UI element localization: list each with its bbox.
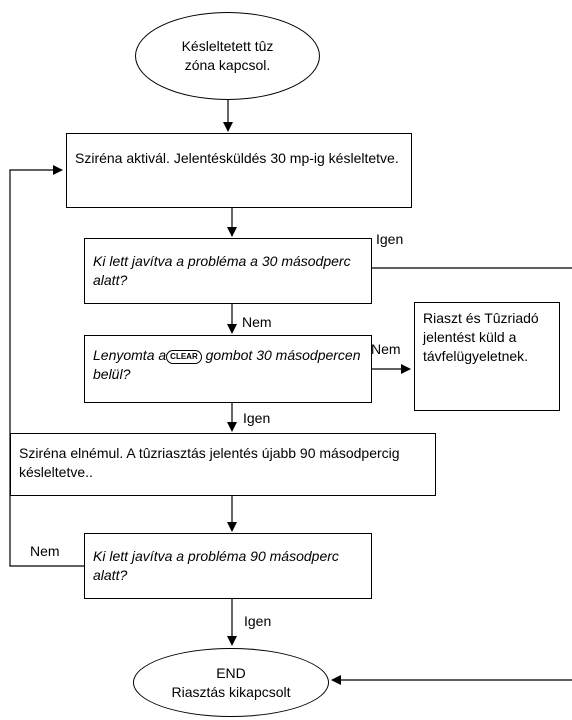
decision-fixed-90-text: Ki lett javítva a probléma 90 másodperc …: [93, 548, 339, 583]
label-yes-30: Igen: [376, 231, 404, 247]
label-no-30: Nem: [242, 314, 272, 330]
step-send-report-text: Riaszt és Tûzriadó jelentést küld a távf…: [423, 310, 539, 364]
start-node-line2: zóna kapcsol.: [184, 57, 271, 73]
arrow-decision90-loop-to-siren: [9, 165, 84, 567]
step-siren-silence-text: Sziréna elnémul. A tûzriasztás jelentés …: [19, 445, 400, 480]
decision-clear-after: gombot 30 másodpercen belül?: [93, 347, 361, 382]
end-node-line2: Riasztás kikapcsolt: [171, 683, 291, 700]
end-node-line1: END: [216, 664, 246, 681]
step-siren-activate-text: Sziréna aktivál. Jelentésküldés 30 mp-ig…: [75, 150, 399, 166]
step-siren-silence: Sziréna elnémul. A tûzriasztás jelentés …: [10, 433, 436, 496]
step-siren-activate: Sziréna aktivál. Jelentésküldés 30 mp-ig…: [66, 133, 412, 208]
label-yes-90: Igen: [244, 613, 272, 629]
clear-button-icon: CLEAR: [166, 350, 202, 364]
label-no-90: Nem: [30, 543, 60, 559]
label-yes-clear: Igen: [243, 410, 271, 426]
decision-fixed-30: Ki lett javítva a probléma a 30 másodper…: [84, 238, 372, 304]
step-send-report: Riaszt és Tûzriadó jelentést küld a távf…: [414, 302, 560, 411]
start-node-line1: Késleltetett tûz: [181, 38, 274, 54]
label-no-clear: Nem: [371, 341, 401, 357]
end-node: END Riasztás kikapcsolt: [133, 648, 329, 717]
decision-clear-before: Lenyomta a: [93, 347, 167, 363]
decision-fixed-90: Ki lett javítva a probléma 90 másodperc …: [84, 533, 372, 599]
start-node: Késleltetett tûz zóna kapcsol.: [135, 12, 320, 100]
decision-fixed-30-text: Ki lett javítva a probléma a 30 másodper…: [93, 253, 351, 288]
